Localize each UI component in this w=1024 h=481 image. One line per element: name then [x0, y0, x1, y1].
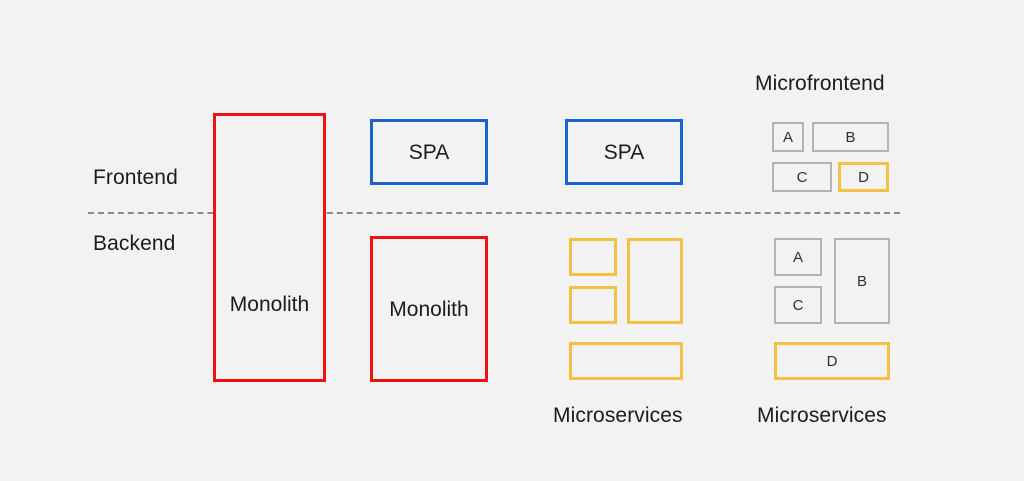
column-1-monolith-box: Monolith — [213, 113, 326, 382]
column-4-microfrontend-label-a: A — [782, 128, 793, 146]
column-4-microfrontend-box-a: A — [772, 122, 804, 152]
column-4-title: Microfrontend — [755, 72, 885, 95]
column-3-microservice-box-4 — [569, 342, 683, 380]
column-4-microfrontend-box-c: C — [772, 162, 832, 192]
column-4-microfrontend-box-b: B — [812, 122, 889, 152]
column-1-monolith-label: Monolith — [229, 293, 310, 316]
column-4-microfrontend-label-b: B — [845, 128, 856, 146]
column-4-microservice-box-a: A — [774, 238, 822, 276]
column-4-microservice-box-b: B — [834, 238, 890, 324]
column-4-microfrontend-label-c: C — [796, 168, 808, 186]
axis-label-backend: Backend — [93, 232, 176, 255]
column-4-microservice-box-d: D — [774, 342, 890, 380]
column-4-microfrontend-label-d: D — [858, 168, 869, 186]
column-4-microservice-box-c: C — [774, 286, 822, 324]
column-4-microfrontend-box-d: D — [838, 162, 889, 192]
column-4-microservice-label-c: C — [792, 296, 804, 314]
axis-label-frontend: Frontend — [93, 166, 178, 189]
column-2-monolith-box: Monolith — [370, 236, 488, 382]
column-3-microservice-box-3 — [627, 238, 683, 324]
column-4-caption: Microservices — [757, 404, 887, 427]
column-3-microservice-box-2 — [569, 286, 617, 324]
column-4-microservice-label-a: A — [792, 248, 803, 266]
column-3-microservice-box-1 — [569, 238, 617, 276]
column-2-spa-label: SPA — [408, 140, 450, 164]
column-4-microservice-label-b: B — [856, 272, 867, 290]
column-2-spa-box: SPA — [370, 119, 488, 185]
column-4-microservice-label-d: D — [826, 352, 838, 370]
column-2-monolith-label: Monolith — [389, 297, 469, 321]
column-3-caption: Microservices — [553, 404, 683, 427]
frontend-backend-divider — [88, 212, 900, 214]
column-3-spa-label: SPA — [603, 140, 645, 164]
column-3-spa-box: SPA — [565, 119, 683, 185]
